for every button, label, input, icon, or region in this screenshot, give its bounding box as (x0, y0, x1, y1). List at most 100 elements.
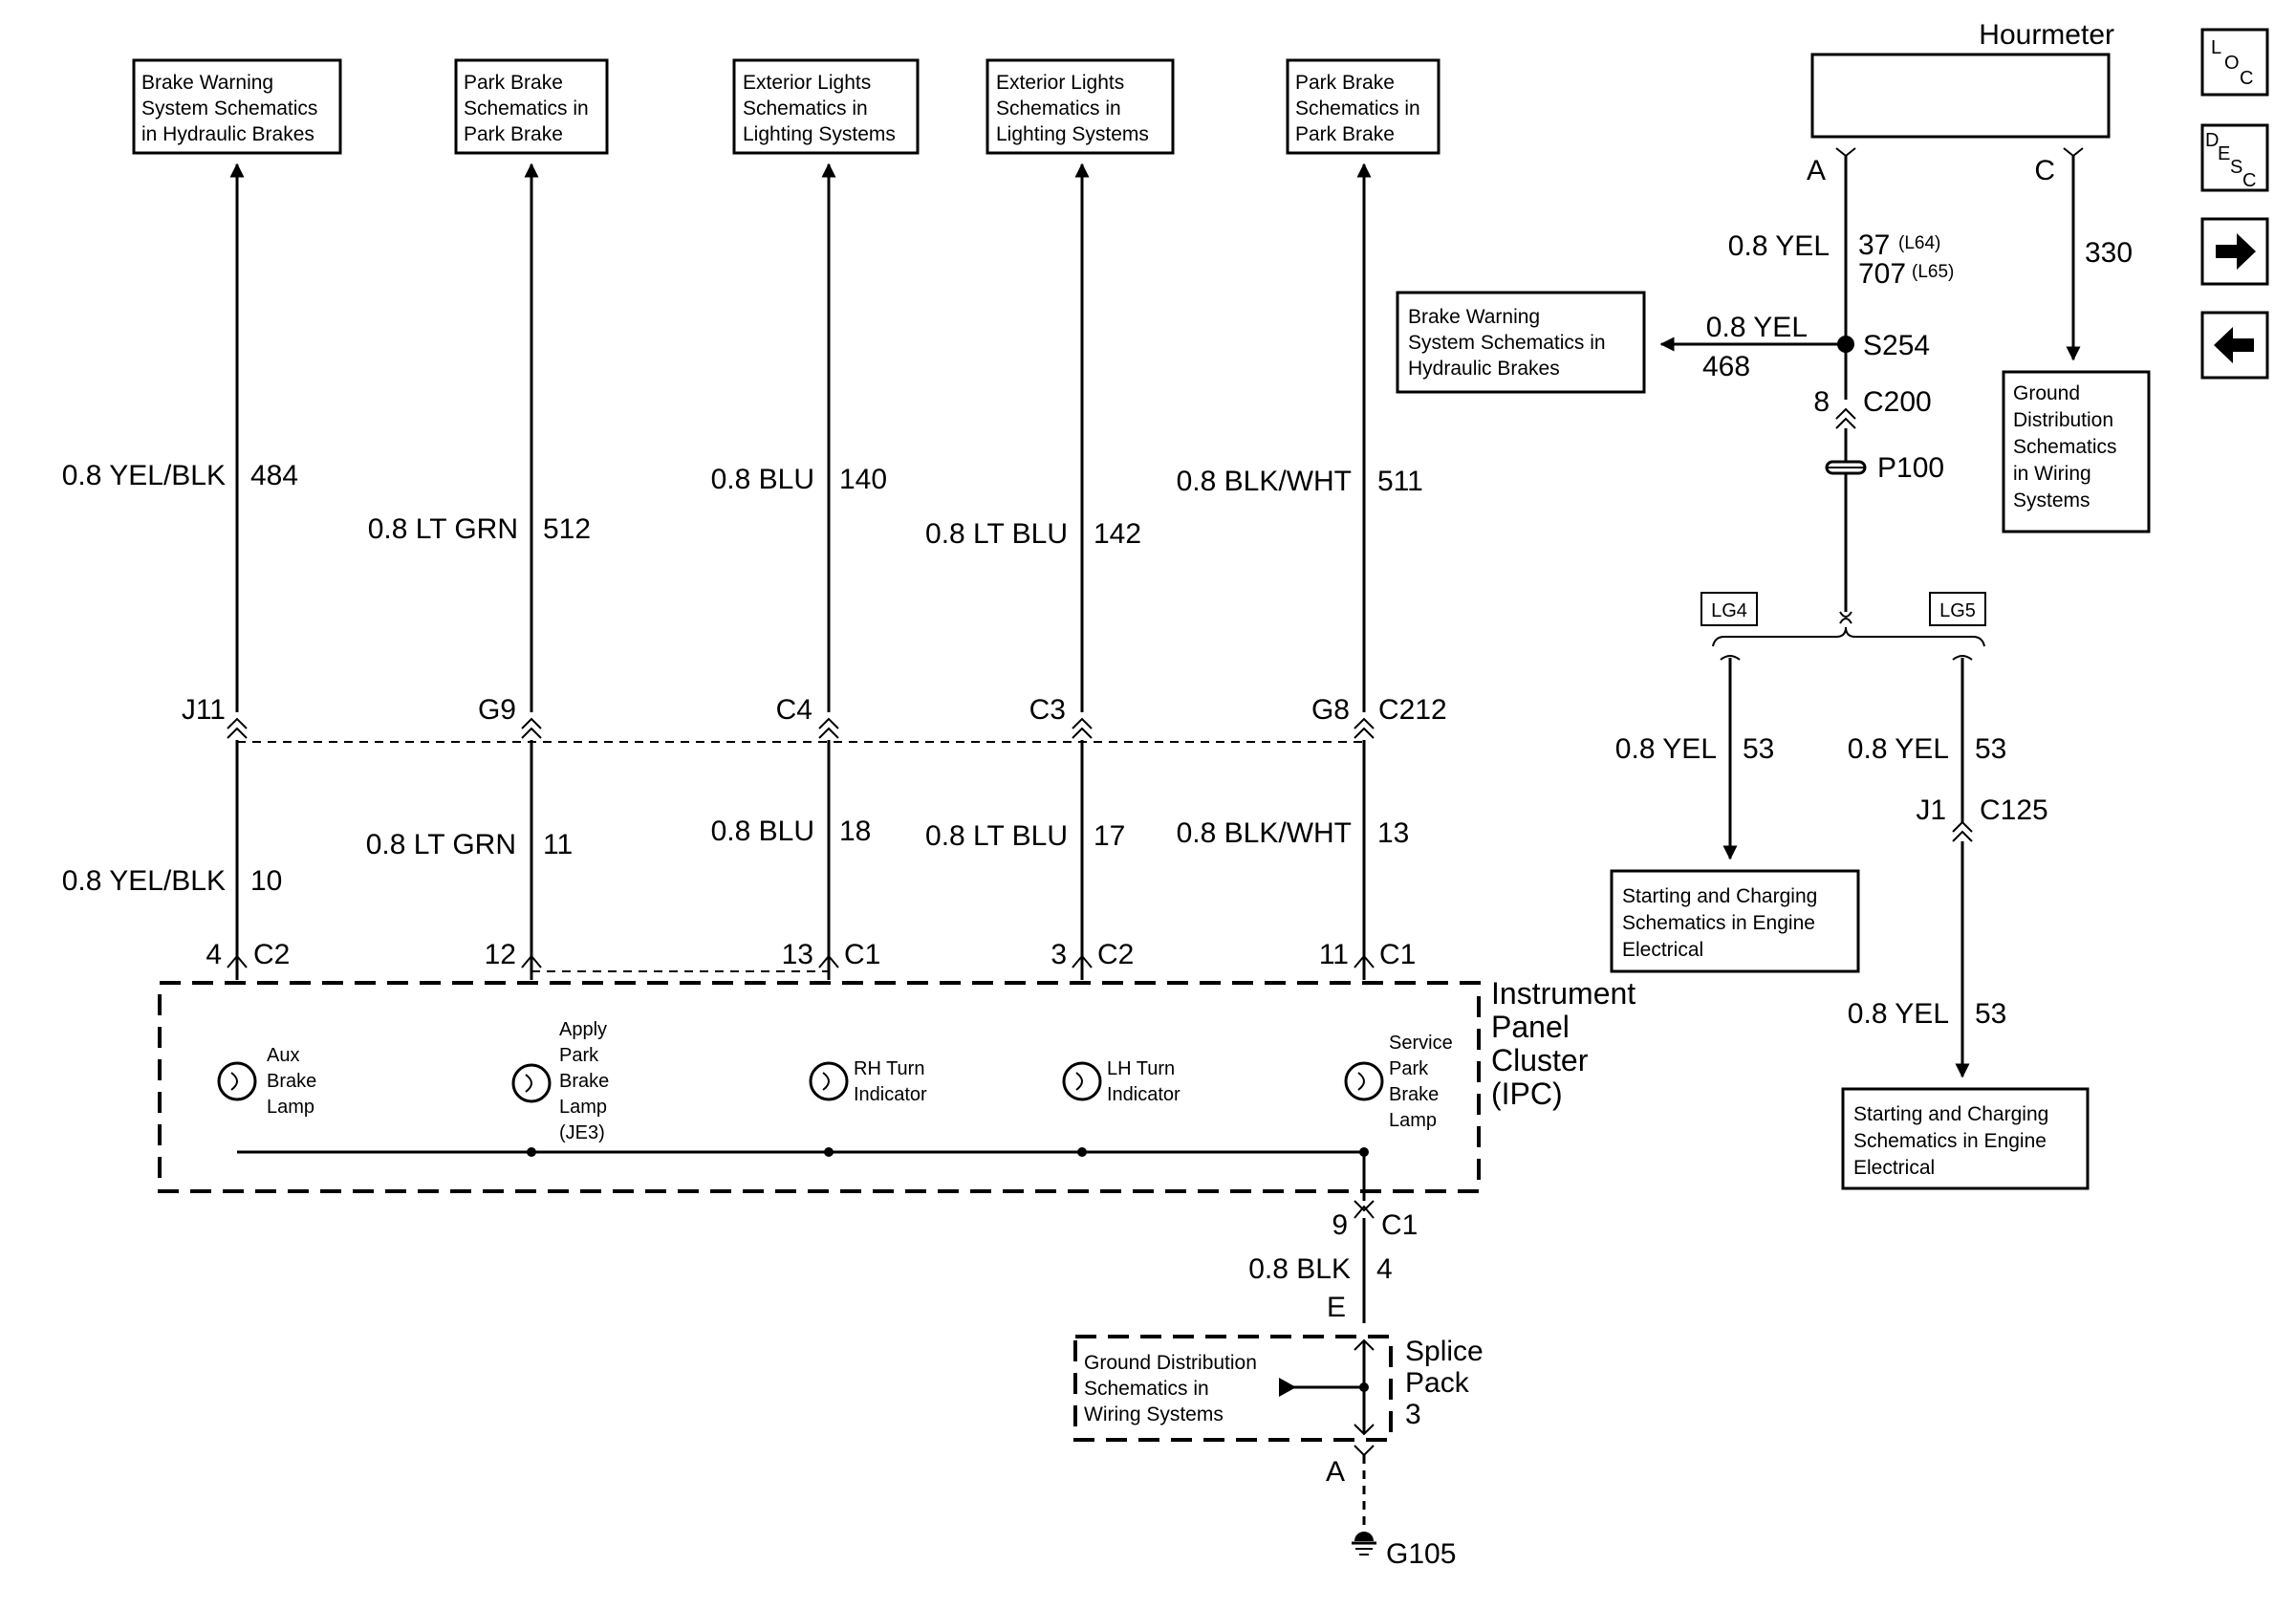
ref-box-starting-charging-1[interactable]: Starting and Charging Schematics in Engi… (1610, 869, 1860, 973)
ipc-pin-labels: 4 C2 12 13 C1 3 C2 11 C1 (206, 939, 1416, 970)
svg-text:Cluster: Cluster (1491, 1043, 1589, 1077)
svg-text:3: 3 (1051, 939, 1067, 970)
svg-text:Indicator: Indicator (1107, 1084, 1180, 1105)
svg-text:0.8 YEL: 0.8 YEL (1848, 998, 1949, 1030)
ref-box-park-brake-1[interactable]: Park Brake Schematics in Park Brake (454, 58, 609, 155)
ref-box-brake-warning-2[interactable]: Brake Warning System Schematics in Hydra… (1396, 291, 1646, 394)
lamp-lh-turn: LH Turn Indicator (1062, 1058, 1180, 1105)
arrow-left-icon[interactable] (2200, 311, 2269, 380)
option-brace: LG4 LG5 (1700, 592, 1986, 647)
ref-box-exterior-lights-2[interactable]: Exterior Lights Schematics in Lighting S… (986, 58, 1175, 155)
ref-box-brake-warning-1[interactable]: Brake Warning System Schematics in Hydra… (132, 58, 342, 155)
lamp-service-park-brake: Service Park Brake Lamp (1344, 1033, 1453, 1131)
hourmeter-c-wire: 330 (2066, 156, 2133, 361)
hourmeter-component: Hourmeter A C (1807, 19, 2114, 186)
svg-text:Lighting Systems: Lighting Systems (996, 123, 1149, 145)
svg-text:Aux: Aux (267, 1045, 299, 1066)
svg-text:12: 12 (485, 939, 516, 970)
svg-text:C4: C4 (776, 694, 812, 726)
svg-text:Indicator: Indicator (854, 1084, 927, 1105)
arrow-right-icon[interactable] (2200, 217, 2269, 286)
lg5-branch: 0.8 YEL 53 J1 C125 0.8 YEL 53 (1848, 655, 2048, 1078)
lg4-branch: 0.8 YEL 53 (1615, 655, 1774, 860)
svg-text:A: A (1326, 1456, 1345, 1488)
svg-text:Exterior Lights: Exterior Lights (996, 72, 1124, 94)
svg-text:3: 3 (1405, 1399, 1421, 1430)
svg-text:Schematics in: Schematics in (464, 98, 589, 120)
svg-text:0.8 YEL: 0.8 YEL (1848, 733, 1949, 765)
svg-text:Splice: Splice (1405, 1336, 1484, 1367)
svg-text:11: 11 (543, 829, 573, 860)
svg-text:Apply: Apply (559, 1019, 607, 1040)
svg-text:Systems: Systems (2013, 490, 2090, 511)
svg-text:C3: C3 (1029, 694, 1066, 726)
svg-text:468: 468 (1702, 351, 1750, 382)
svg-text:53: 53 (1975, 998, 2006, 1030)
svg-text:Ground Distribution: Ground Distribution (1084, 1352, 1257, 1374)
svg-text:RH Turn: RH Turn (854, 1058, 924, 1079)
svg-text:O: O (2224, 53, 2240, 74)
svg-text:J11: J11 (182, 694, 226, 726)
svg-text:C1: C1 (1381, 1209, 1418, 1241)
svg-text:C125: C125 (1980, 794, 2048, 826)
upper-wire-labels: 0.8 YEL/BLK 484 0.8 LT GRN 512 0.8 BLU 1… (62, 460, 1423, 550)
ref-box-ground-distribution-1[interactable]: Ground Distribution Schematics in Wiring… (2002, 370, 2151, 533)
svg-text:Schematics in Engine: Schematics in Engine (1853, 1130, 2047, 1152)
svg-text:Schematics in: Schematics in (996, 98, 1121, 120)
ipc-connectors (227, 954, 1375, 972)
svg-text:11: 11 (1319, 939, 1349, 970)
ground-g105: A G105 (1326, 1445, 1456, 1570)
ref-box-starting-charging-2[interactable]: Starting and Charging Schematics in Engi… (1841, 1087, 2090, 1190)
hourmeter-a-wire: 0.8 YEL 37 (L64) 707 (L65) S254 0.8 YEL … (1659, 156, 1954, 624)
hourmeter-title: Hourmeter (1979, 19, 2114, 51)
ref-box-exterior-lights-1[interactable]: Exterior Lights Schematics in Lighting S… (732, 58, 920, 155)
svg-text:S254: S254 (1863, 330, 1930, 361)
svg-text:Hydraulic Brakes: Hydraulic Brakes (1408, 358, 1560, 380)
svg-text:(L65): (L65) (1912, 262, 1954, 282)
svg-text:G9: G9 (478, 694, 516, 726)
svg-text:18: 18 (839, 816, 871, 847)
ipc-splice-dots (527, 1147, 1369, 1157)
desc-icon[interactable]: D E S C (2200, 123, 2269, 192)
svg-text:C: C (2242, 170, 2256, 191)
svg-text:Park: Park (559, 1045, 599, 1066)
svg-text:Schematics in Engine: Schematics in Engine (1622, 912, 1815, 934)
svg-text:Exterior Lights: Exterior Lights (743, 72, 871, 94)
svg-text:(JE3): (JE3) (559, 1122, 605, 1143)
svg-text:Schematics: Schematics (2013, 436, 2117, 458)
svg-text:in Hydraulic Brakes: in Hydraulic Brakes (141, 123, 314, 145)
svg-text:0.8 LT BLU: 0.8 LT BLU (925, 518, 1068, 550)
svg-text:Ground: Ground (2013, 382, 2080, 404)
lamp-apply-park-brake: Apply Park Brake Lamp (JE3) (511, 1019, 609, 1143)
svg-text:0.8 YEL: 0.8 YEL (1706, 312, 1808, 343)
svg-text:C2: C2 (253, 939, 290, 970)
svg-text:G105: G105 (1386, 1538, 1456, 1570)
svg-text:(L64): (L64) (1898, 233, 1940, 253)
svg-text:Schematics in: Schematics in (1295, 98, 1420, 120)
svg-text:53: 53 (1975, 733, 2006, 765)
svg-text:Brake: Brake (267, 1071, 316, 1092)
svg-text:Lamp: Lamp (267, 1097, 314, 1118)
svg-text:0.8 BLU: 0.8 BLU (711, 464, 814, 495)
svg-text:D: D (2205, 130, 2219, 151)
option-lg4: LG4 (1711, 600, 1747, 621)
svg-text:Brake Warning: Brake Warning (1408, 306, 1540, 328)
svg-text:0.8 LT GRN: 0.8 LT GRN (366, 829, 516, 860)
svg-text:C: C (2034, 155, 2055, 186)
svg-text:10: 10 (250, 865, 282, 897)
lamp-aux-brake: Aux Brake Lamp (217, 1045, 316, 1118)
svg-text:E: E (1327, 1292, 1346, 1323)
svg-text:Park: Park (1389, 1058, 1429, 1079)
svg-text:Park Brake: Park Brake (1295, 123, 1395, 145)
svg-text:142: 142 (1094, 518, 1141, 550)
svg-text:0.8 YEL: 0.8 YEL (1615, 733, 1717, 765)
ref-box-ground-distribution-2[interactable]: Ground Distribution Schematics in Wiring… (1084, 1352, 1257, 1425)
svg-text:4: 4 (206, 939, 222, 970)
loc-icon[interactable]: L O C (2200, 28, 2269, 97)
svg-text:C1: C1 (844, 939, 880, 970)
svg-text:Park Brake: Park Brake (464, 72, 563, 94)
svg-text:L: L (2211, 37, 2221, 58)
ref-box-park-brake-2[interactable]: Park Brake Schematics in Park Brake (1286, 58, 1440, 155)
svg-text:4: 4 (1376, 1253, 1393, 1285)
svg-text:Panel: Panel (1491, 1010, 1570, 1044)
